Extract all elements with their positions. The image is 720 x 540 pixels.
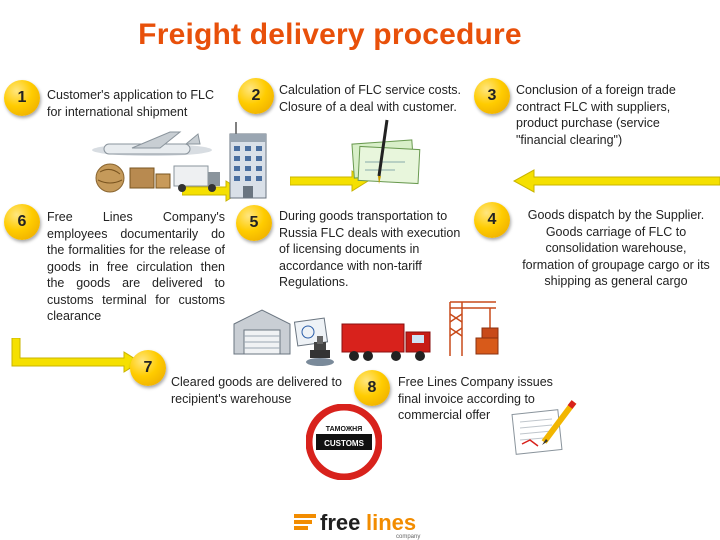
arrow-6-to-7 xyxy=(6,338,144,378)
cargo-transport-illustration xyxy=(82,128,222,198)
logo-lines-text: lines xyxy=(366,510,416,535)
step-1-badge: 1 xyxy=(4,80,40,116)
logo-company-text: company xyxy=(396,534,420,540)
customs-sign-icon: ТАМОЖНЯ CUSTOMS xyxy=(306,404,382,480)
step-6-badge: 6 xyxy=(4,204,40,240)
customs-stamp-icon xyxy=(292,316,342,368)
step-3-badge: 3 xyxy=(474,78,510,114)
free-lines-logo: free lines company xyxy=(292,508,442,540)
step-7-badge: 7 xyxy=(130,350,166,386)
office-building-icon xyxy=(226,120,270,200)
invoice-pencil-icon xyxy=(508,398,580,462)
pen-and-check-icon xyxy=(345,118,425,190)
step-5-badge: 5 xyxy=(236,205,272,241)
step-1-text: Customer's application to FLC for intern… xyxy=(47,87,225,120)
step-4-badge: 4 xyxy=(474,202,510,238)
step-7-text: Cleared goods are delivered to recipient… xyxy=(171,374,351,407)
step-2-badge: 2 xyxy=(238,78,274,114)
step-3-text: Conclusion of a foreign trade contract F… xyxy=(516,82,712,148)
customs-sign-bottom: CUSTOMS xyxy=(324,439,365,448)
page-title: Freight delivery procedure xyxy=(0,18,660,52)
step-2-text: Calculation of FLC service costs. Closur… xyxy=(279,82,469,115)
customs-sign-top: ТАМОЖНЯ xyxy=(326,426,363,433)
arrow-3-to-4 xyxy=(512,168,720,194)
cargo-crane-icon xyxy=(440,298,500,358)
step-8-badge: 8 xyxy=(354,370,390,406)
step-4-text: Goods dispatch by the Supplier. Goods ca… xyxy=(518,207,714,290)
step-5-text: During goods transportation to Russia FL… xyxy=(279,208,473,291)
warehouse-icon xyxy=(232,306,292,356)
step-6-text: Free Lines Company's employees documenta… xyxy=(47,209,225,325)
logo-free-text: free xyxy=(320,510,360,535)
truck-icon xyxy=(340,320,434,364)
